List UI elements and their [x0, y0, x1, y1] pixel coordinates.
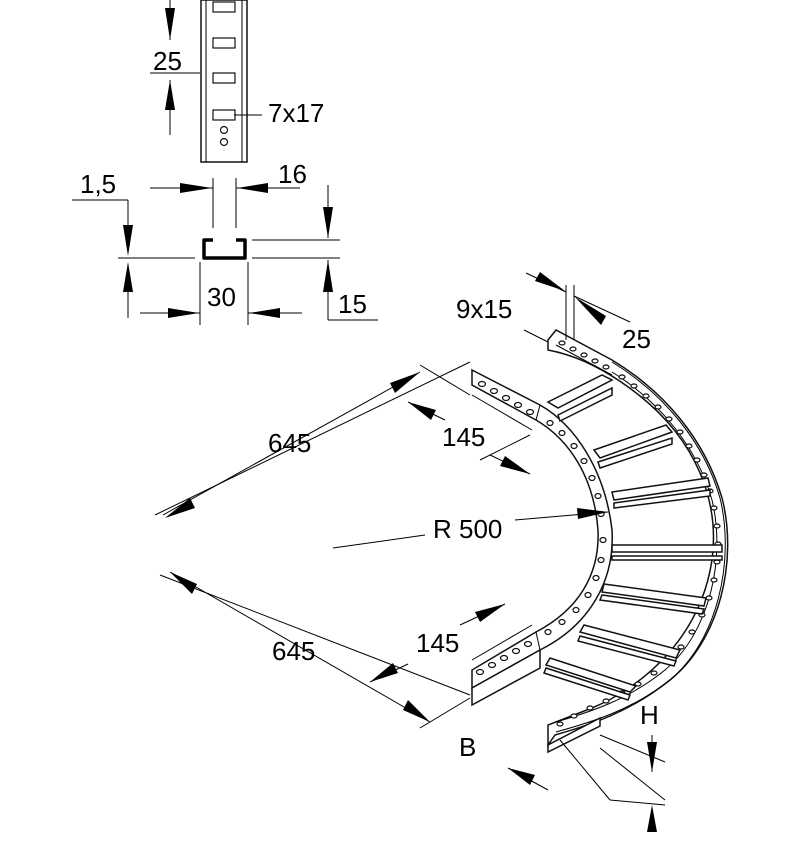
width-label: B	[459, 732, 476, 762]
rung-width-dimension: 16	[150, 159, 307, 193]
side-hole-size-label: 9x15	[456, 294, 512, 324]
slot	[212, 37, 236, 49]
slot	[212, 1, 236, 13]
rung-height-label: 15	[338, 289, 367, 319]
slot	[212, 72, 236, 84]
slot	[212, 109, 236, 121]
rung-base-label: 30	[207, 282, 236, 312]
side-hole-pitch-label: 25	[622, 324, 651, 354]
slot-size-dimension: 7x17	[234, 98, 324, 128]
rung-width-label: 16	[278, 159, 307, 189]
height-label: H	[640, 700, 659, 730]
upper-leg-dimension: 645	[154, 361, 471, 518]
slot-size-label: 7x17	[268, 98, 324, 128]
upper-side-width-label: 145	[442, 422, 485, 452]
lower-leg-length-label: 645	[272, 636, 315, 666]
slot-pitch-dimension: 25	[150, 0, 200, 135]
height-dimension: H	[599, 700, 666, 832]
rung-base-dimension: 30	[140, 282, 302, 318]
lower-leg-dimension: 645	[159, 571, 471, 729]
lower-side-width-label: 145	[416, 628, 459, 658]
upright-profile	[200, 0, 248, 163]
slot-pitch-label: 25	[153, 46, 182, 76]
rungs	[543, 374, 723, 701]
side-hole-dimension: 9x15 25	[456, 272, 651, 354]
width-dimension: B	[459, 732, 666, 806]
radius-dimension: R 500	[332, 508, 609, 549]
upper-side-width-dimension: 145	[407, 401, 531, 475]
rung-height-dimension: 15	[323, 185, 378, 321]
lower-side-width-dimension: 145	[369, 603, 506, 683]
wall-thickness-label: 1,5	[80, 169, 116, 199]
rung-cross-section	[118, 178, 340, 325]
wall-thickness-dimension: 1,5	[72, 169, 133, 318]
outer-rail-flange-bottom	[547, 716, 601, 754]
radius-label: R 500	[433, 514, 502, 544]
inner-rail-flange-bottom	[471, 648, 541, 707]
upper-leg-length-label: 645	[268, 428, 311, 458]
outer-rail-holes	[556, 340, 722, 727]
cable-tray-bend	[471, 329, 729, 754]
